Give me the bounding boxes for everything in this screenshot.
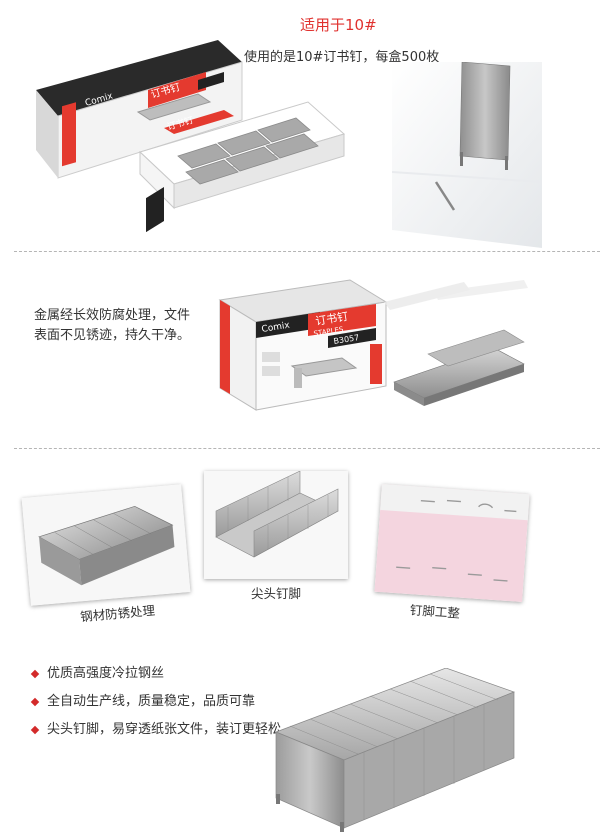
section-thumbnails: 钢材防锈处理 尖头钉脚 [0, 449, 614, 639]
box-product-cn: 订书钉 [314, 310, 349, 328]
open-staple-box-image: Comix 订书钉 订书钉 [28, 32, 348, 232]
feature-text: 优质高强度冷拉钢丝 [47, 666, 165, 681]
thumb-rustproof [21, 484, 191, 606]
divider-1 [14, 251, 600, 252]
thumb-neat-legs [374, 483, 530, 603]
bullet-icon [30, 697, 40, 706]
thumb-sharp-legs-label: 尖头钉脚 [251, 586, 302, 601]
feature-item: 尖头钉脚，易穿透纸张文件，装订更轻松 [30, 718, 282, 737]
bullet-icon [30, 725, 40, 734]
section1-subtitle: 使用的是10#订书钉，每盒500枚 [244, 50, 440, 65]
bullet-icon [30, 669, 40, 678]
section-features: 优质高强度冷拉钢丝 全自动生产线，质量稳定，品质可靠 尖头钉脚，易穿透纸张文件，… [0, 640, 614, 837]
staple-strip-closeup-image [270, 668, 520, 834]
thumb-rustproof-label: 钢材防锈处理 [79, 602, 156, 625]
feature-text: 尖头钉脚，易穿透纸张文件，装订更轻松 [47, 722, 282, 737]
stapled-paper-image [392, 62, 542, 248]
feature-item: 优质高强度冷拉钢丝 [30, 662, 165, 681]
thumb-sharp-legs [204, 471, 348, 579]
section2-line1: 金属经长效防腐处理，文件 [34, 308, 191, 323]
section-anticorrosion: 金属经长效防腐处理，文件 表面不见锈迹，持久干净。 Comix 订书钉 STAP… [0, 252, 614, 448]
divider-2 [14, 448, 600, 449]
thumb-neat-legs-label: 钉脚工整 [409, 602, 461, 621]
feature-item: 全自动生产线，质量稳定，品质可靠 [30, 690, 256, 709]
section-compatibility: Comix 订书钉 订书钉 适用于10# 使用的是10#订书钉 [0, 0, 614, 250]
box-model: B3057 [333, 333, 360, 346]
section1-title: 适用于10# [300, 16, 377, 34]
closed-staple-box-image: Comix 订书钉 STAPLES B3057 [216, 270, 392, 420]
svg-text:Comix: Comix [261, 321, 291, 335]
feature-text: 全自动生产线，质量稳定，品质可靠 [47, 694, 256, 709]
staple-strips-image [374, 272, 544, 408]
section2-line2: 表面不见锈迹，持久干净。 [34, 328, 191, 343]
